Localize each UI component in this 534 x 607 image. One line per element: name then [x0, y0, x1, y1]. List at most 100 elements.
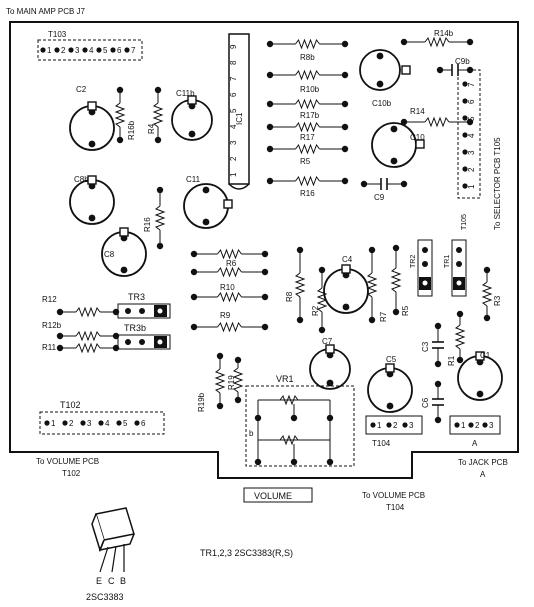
c6-label: C6 [421, 397, 430, 408]
t105-pin-label: 6 [467, 99, 476, 104]
r16 [295, 175, 320, 187]
tr3-label: TR3 [128, 292, 145, 302]
pin-e-label: E [96, 576, 102, 586]
c10b [359, 49, 401, 91]
volume-label: VOLUME [254, 491, 292, 501]
connector-t102-label: T102 [60, 400, 81, 410]
t105-pin-dot [462, 183, 468, 189]
r5b [390, 267, 402, 293]
r3 [481, 281, 493, 307]
c11b-label: C11b [176, 89, 195, 98]
r16b [114, 102, 126, 128]
r7-label: R7 [379, 311, 388, 322]
r12b [75, 330, 101, 342]
pin-b-label: B [120, 576, 126, 586]
t103-pin-label: 1 [47, 46, 52, 55]
r16v-label: R16 [143, 217, 152, 232]
t102-pin-dot [134, 420, 140, 426]
tr2-block: TR2 [410, 239, 433, 297]
t103-pin-dot [68, 47, 74, 53]
r17b-label: R17b [300, 111, 320, 120]
r1 [454, 324, 466, 350]
ic1-pin-label: 2 [229, 156, 238, 161]
t103-pin-label: 5 [103, 46, 108, 55]
r19-label: R19 [227, 375, 236, 390]
t104-pin-label: 2 [393, 421, 398, 430]
r16-label: R16 [300, 189, 315, 198]
r10-label: R10 [220, 283, 235, 292]
tr2-label: TR2 [410, 255, 417, 268]
t105-pin-dot [462, 115, 468, 121]
t103-pin-dot [110, 47, 116, 53]
t105-pin-label: 5 [467, 116, 476, 121]
t104-pin-dot [370, 422, 376, 428]
to-volume-left-2: T102 [62, 469, 81, 478]
volume-box [243, 487, 313, 503]
r8-label: R8 [285, 291, 294, 302]
t103-pin-label: 3 [75, 46, 80, 55]
ic1-pin-label: 8 [229, 60, 238, 65]
r10b [295, 69, 320, 81]
r9-label: R9 [220, 311, 231, 320]
r3-label: R3 [493, 295, 502, 306]
ic1-pin-label: 5 [229, 108, 238, 113]
ic1-label: IC1 [235, 112, 244, 125]
t103-pin-dot [124, 47, 130, 53]
t105-pin-label: 4 [467, 133, 476, 138]
r16v [154, 205, 166, 231]
r12b-label: R12b [42, 321, 62, 330]
to-volume-right-2: T104 [386, 503, 405, 512]
part-number-label: 2SC3383 [86, 592, 124, 602]
connector-t104-label: T104 [372, 439, 391, 448]
r9 [217, 321, 242, 333]
c10b-label: C10b [372, 99, 392, 108]
r6 [217, 248, 242, 260]
r17 [295, 121, 320, 133]
r12-label: R12 [42, 295, 57, 304]
t102-pin-dot [62, 420, 68, 426]
t102-pin-dot [80, 420, 86, 426]
t105-pin-label: 2 [467, 167, 476, 172]
r2-label: R2 [311, 305, 320, 316]
r5 [295, 143, 320, 155]
transistor-pinout-icon [91, 507, 135, 573]
r14 [424, 116, 450, 128]
ic1-pin-label: 9 [229, 44, 238, 49]
pin-c-label: C [108, 576, 115, 586]
t102-pin-label: 3 [87, 419, 92, 428]
ic1-pin-label: 3 [229, 140, 238, 145]
a-pin-dot [482, 422, 488, 428]
t105-pin-dot [462, 132, 468, 138]
t102-pin-label: 6 [141, 419, 146, 428]
r7 [366, 272, 378, 298]
r14-label: R14 [410, 107, 425, 116]
t105-pin-dot [462, 149, 468, 155]
t103-pin-label: 7 [131, 46, 136, 55]
t105-pin-label: 3 [467, 150, 476, 155]
to-volume-right-1: To VOLUME PCB [362, 491, 425, 500]
a-pin-dot [454, 422, 460, 428]
a-pin-label: 1 [461, 421, 466, 430]
vr1-tag: b [249, 429, 254, 438]
tr3b-block: TR3b [117, 323, 171, 350]
connector-t105-label: T105 [461, 214, 468, 230]
t105-pin-label: 7 [467, 82, 476, 87]
tr1-label: TR1 [444, 255, 451, 268]
c3-label: C3 [421, 341, 430, 352]
r17b [295, 98, 320, 110]
t102-pin-label: 2 [69, 419, 74, 428]
r5b-label: R5 [401, 305, 410, 316]
t105-pin-dot [462, 98, 468, 104]
t103-pin-label: 4 [89, 46, 94, 55]
to-jack-1: To JACK PCB [458, 458, 508, 467]
t104-pin-dot [402, 422, 408, 428]
r8 [294, 272, 306, 298]
c2-label: C2 [76, 85, 87, 94]
t105-pin-label: 1 [467, 184, 476, 189]
r4 [152, 102, 164, 128]
c8b-label: C8b [74, 175, 89, 184]
